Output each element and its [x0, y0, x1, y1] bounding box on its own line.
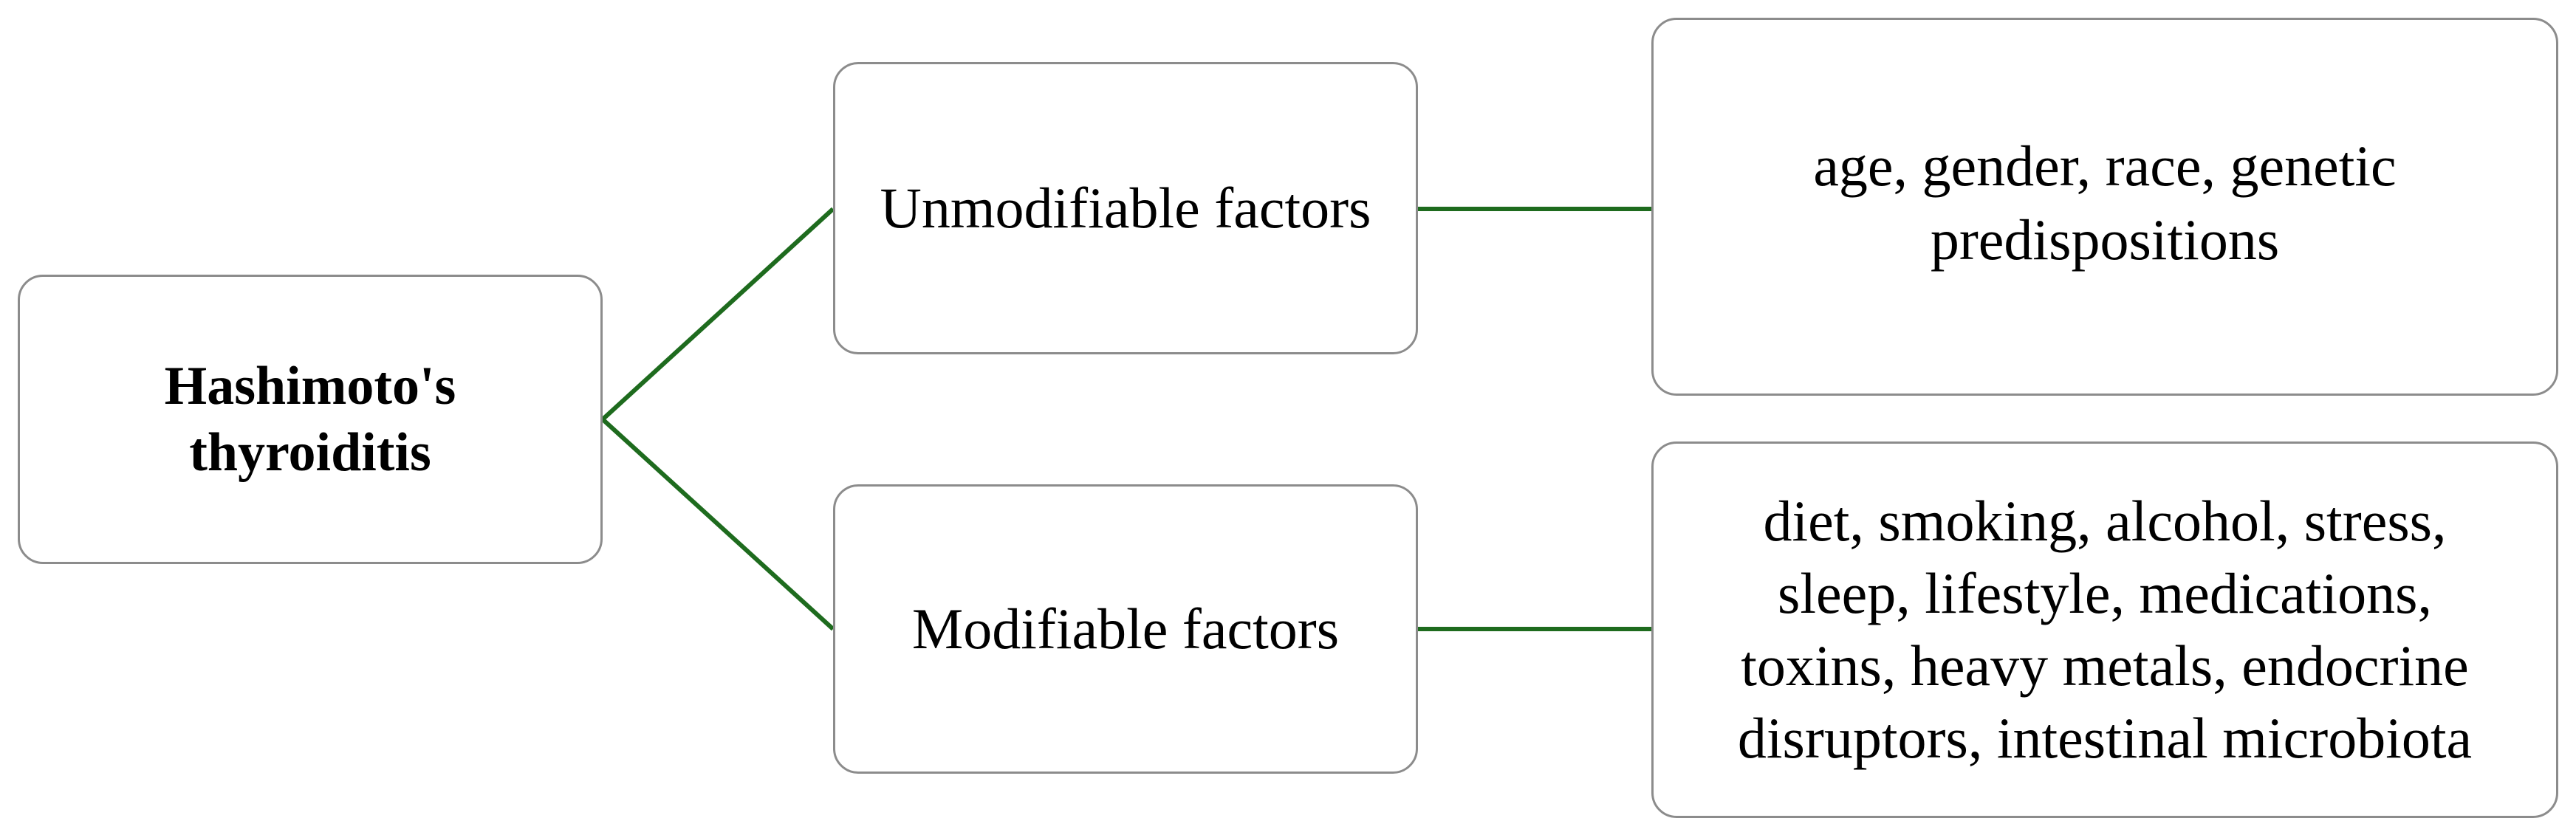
branch-node-label: Unmodifiable factors — [880, 176, 1371, 240]
branch-node-modifiable-factors: Modifiable factors — [833, 484, 1418, 774]
branch-node-unmodifiable-factors: Unmodifiable factors — [833, 62, 1418, 354]
branch-node-label: Modifiable factors — [911, 597, 1340, 661]
root-node-hashimotos-thyroiditis: Hashimoto's thyroiditis — [18, 275, 603, 564]
root-node-label: Hashimoto's thyroiditis — [164, 356, 456, 483]
connector-root-to-modifiable — [600, 417, 835, 631]
detail-node-text: diet, smoking, alcohol, stress, sleep, l… — [1737, 489, 2473, 770]
connector-root-to-unmodifiable — [600, 207, 835, 422]
detail-node-text: age, gender, race, genetic predispositio… — [1813, 134, 2397, 272]
detail-node-unmodifiable: age, gender, race, genetic predispositio… — [1651, 18, 2558, 396]
detail-node-modifiable: diet, smoking, alcohol, stress, sleep, l… — [1651, 441, 2558, 818]
